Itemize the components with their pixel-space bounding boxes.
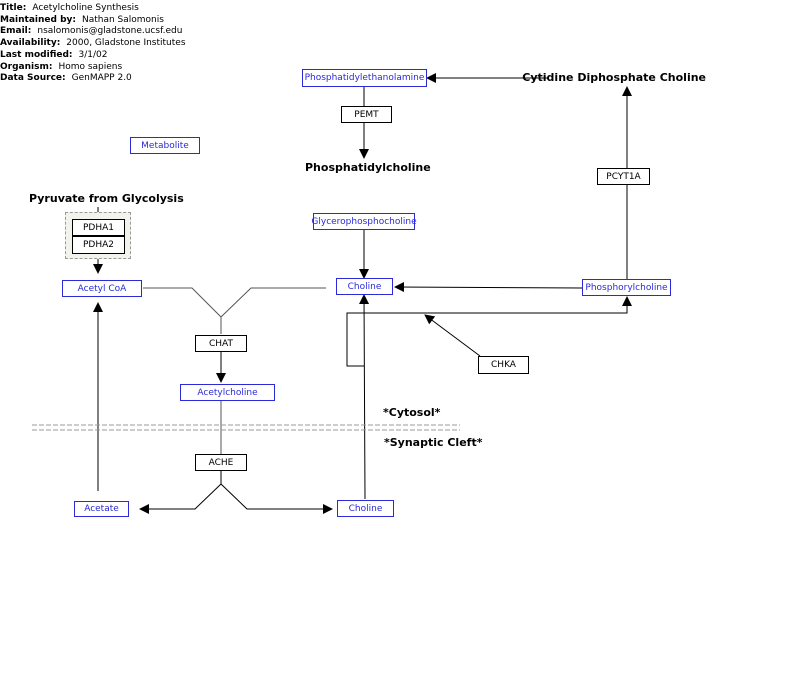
metabolite-acetylcholine[interactable]: Acetylcholine (180, 384, 275, 401)
pathway-title: Acetylcholine Synthesis (32, 3, 139, 13)
info-maintainer-row: Maintained by:Nathan Salomonis (0, 14, 164, 25)
label-cytosol: *Cytosol* (383, 406, 441, 419)
metabolite-glycerophosphocholine[interactable]: Glycerophosphocholine (311, 213, 417, 230)
gene-pdha2[interactable]: PDHA2 (72, 236, 125, 254)
gene-pemt[interactable]: PEMT (341, 106, 392, 123)
pathway-info: Title:Acetylcholine Synthesis Maintained… (0, 3, 186, 85)
availability: 2000, Gladstone Institutes (66, 38, 186, 49)
info-availability-row: Availability:2000, Gladstone Institutes (0, 38, 186, 49)
gene-chat[interactable]: CHAT (195, 335, 247, 352)
info-source-row: Data Source:GenMAPP 2.0 (0, 73, 132, 84)
maintainer: Nathan Salomonis (81, 14, 164, 25)
gene-ache[interactable]: ACHE (195, 454, 247, 471)
edge-chka-catalysis (424, 314, 481, 357)
organism: Homo sapiens (58, 61, 123, 72)
edge-ache-to-choline (220, 483, 333, 514)
edge-choline-to-phosphorylcholine (346, 296, 632, 367)
gene-pcyt1a[interactable]: PCYT1A (597, 168, 650, 185)
info-title-row: Title:Acetylcholine Synthesis (0, 3, 139, 13)
gene-pdha1[interactable]: PDHA1 (72, 219, 125, 236)
metabolite-acetyl-coa[interactable]: Acetyl CoA (62, 280, 142, 297)
edge-acetylcoa-to-chat (143, 287, 222, 318)
metabolite-choline-cleft[interactable]: Choline (337, 500, 394, 517)
edge-choline-transport (359, 294, 370, 500)
edge-choline-to-chat (220, 287, 326, 318)
data-source: GenMAPP 2.0 (71, 73, 132, 84)
label-phosphatidylcholine: Phosphatidylcholine (305, 161, 431, 174)
legend-metabolite[interactable]: Metabolite (130, 137, 200, 154)
metabolite-acetate[interactable]: Acetate (74, 501, 129, 517)
label-cdp-choline: Cytidine Diphosphate Choline (522, 71, 706, 84)
gene-chka[interactable]: CHKA (478, 356, 529, 374)
edge-phosphorylcholine-to-choline (394, 282, 583, 293)
metabolite-choline-cytosol[interactable]: Choline (336, 278, 393, 295)
metabolite-phosphatidylethanolamine[interactable]: Phosphatidylethanolamine (302, 69, 427, 87)
edge-ache-to-acetate (139, 483, 222, 514)
info-email-row: Email:nsalomonis@gladstone.ucsf.edu (0, 26, 183, 37)
label-cdp-choline-clip: Cytidine Diphosphate Choline (522, 70, 706, 86)
info-modified-row: Last modified:3/1/02 (0, 49, 108, 60)
label-pyruvate: Pyruvate from Glycolysis (29, 192, 184, 205)
metabolite-phosphorylcholine[interactable]: Phosphorylcholine (582, 279, 671, 296)
info-organism-row: Organism:Homo sapiens (0, 61, 123, 72)
last-modified: 3/1/02 (78, 49, 108, 60)
label-synaptic-cleft: *Synaptic Cleft* (384, 436, 483, 449)
email-link[interactable]: nsalomonis@gladstone.ucsf.edu (37, 26, 183, 37)
